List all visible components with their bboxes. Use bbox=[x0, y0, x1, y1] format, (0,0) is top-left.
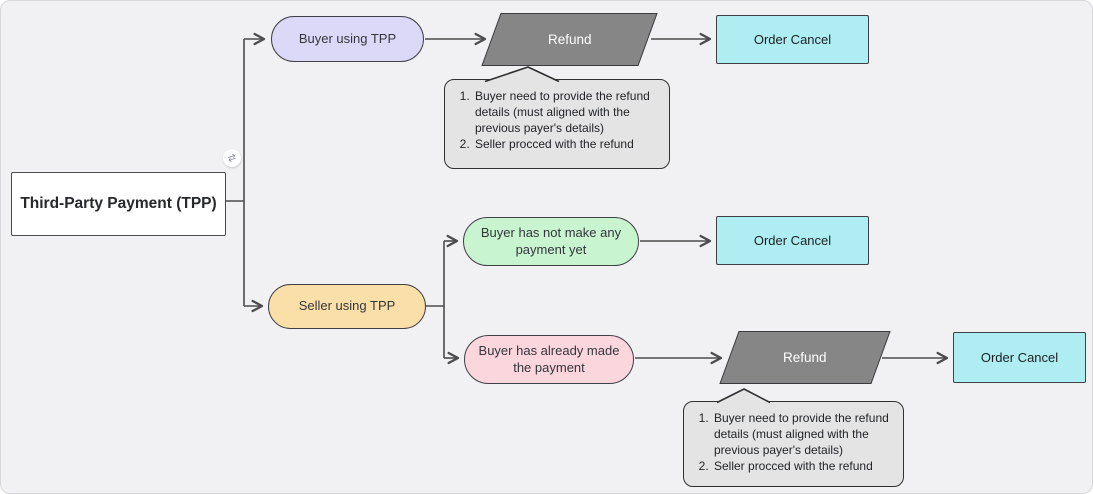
node-label: Order Cancel bbox=[753, 233, 832, 248]
node-order-cancel-mid[interactable]: Order Cancel bbox=[716, 216, 869, 265]
node-label: Third-Party Payment (TPP) bbox=[20, 195, 217, 213]
node-label: Refund bbox=[783, 350, 827, 365]
node-label: Order Cancel bbox=[753, 32, 832, 47]
refund-note-item: Seller procced with the refund bbox=[712, 459, 893, 475]
node-label: Buyer has already made the payment bbox=[478, 342, 620, 375]
refund-note-item: Buyer need to provide the refund details… bbox=[473, 89, 659, 136]
node-label: Refund bbox=[547, 32, 592, 47]
node-buyer-paid[interactable]: Buyer has already made the payment bbox=[464, 335, 634, 384]
node-label: Order Cancel bbox=[980, 350, 1059, 365]
refund-note-item: Seller procced with the refund bbox=[473, 137, 659, 153]
refund-note-item: Buyer need to provide the refund details… bbox=[712, 411, 893, 458]
node-order-cancel-top[interactable]: Order Cancel bbox=[716, 15, 869, 64]
node-refund-top[interactable]: Refund bbox=[481, 13, 658, 66]
node-order-cancel-bottom[interactable]: Order Cancel bbox=[953, 332, 1086, 383]
node-label: Seller using TPP bbox=[298, 298, 396, 314]
node-buyer-no-payment[interactable]: Buyer has not make any payment yet bbox=[463, 217, 639, 266]
refund-note-top[interactable]: Buyer need to provide the refund details… bbox=[444, 79, 670, 169]
node-label: Buyer using TPP bbox=[298, 30, 397, 46]
node-seller-using-tpp[interactable]: Seller using TPP bbox=[268, 284, 426, 329]
node-third-party-payment[interactable]: Third-Party Payment (TPP) bbox=[11, 172, 226, 236]
node-refund-bottom[interactable]: Refund bbox=[719, 331, 891, 384]
refund-note-list: Buyer need to provide the refund details… bbox=[690, 411, 893, 475]
node-buyer-using-tpp[interactable]: Buyer using TPP bbox=[271, 16, 424, 62]
refund-note-bottom[interactable]: Buyer need to provide the refund details… bbox=[683, 401, 904, 487]
branch-toggle-icon[interactable]: ⇄ bbox=[220, 146, 244, 170]
refund-note-list: Buyer need to provide the refund details… bbox=[451, 89, 659, 153]
node-label: Buyer has not make any payment yet bbox=[480, 224, 622, 257]
